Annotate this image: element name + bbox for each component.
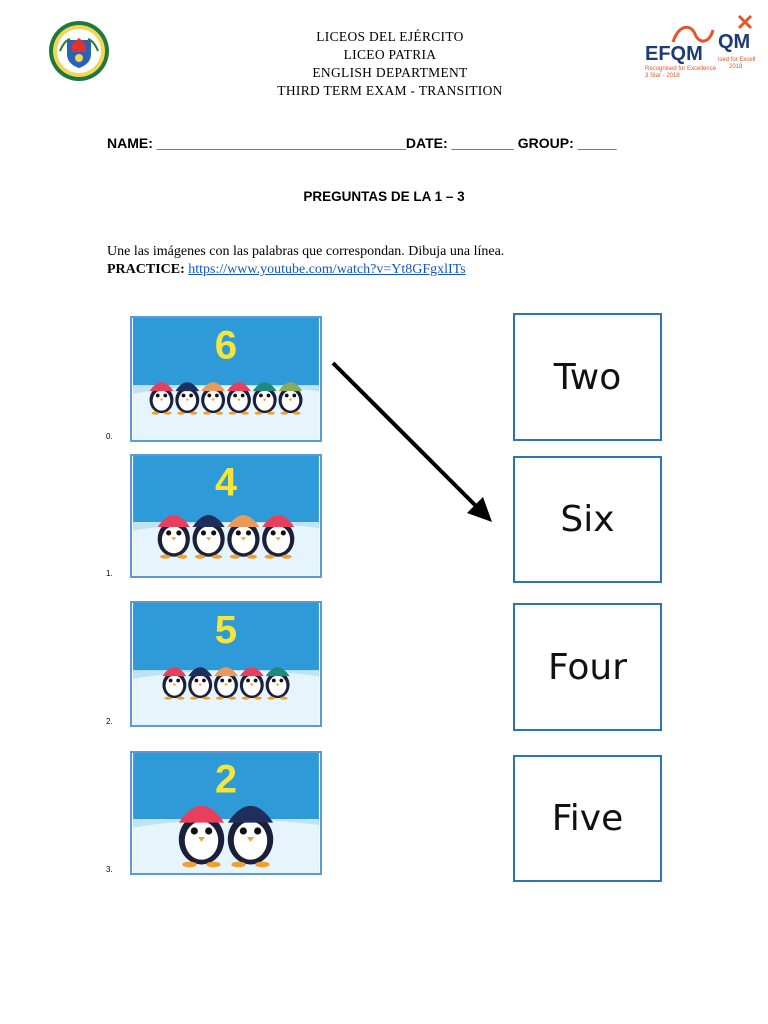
item-number: 2. xyxy=(106,717,113,726)
digit-label: 6 xyxy=(215,322,237,367)
section-title: PREGUNTAS DE LA 1 – 3 xyxy=(303,189,465,204)
word-box-six[interactable]: Six xyxy=(513,456,662,583)
digit-label: 5 xyxy=(215,607,237,652)
header-line: LICEO PATRIA xyxy=(343,47,437,62)
penguin xyxy=(265,667,290,700)
item-number: 3. xyxy=(106,865,113,874)
header-line: LICEOS DEL EJÉRCITO xyxy=(316,29,464,44)
digit-label: 2 xyxy=(215,758,237,802)
penguin xyxy=(149,382,174,415)
word-box-four[interactable]: Four xyxy=(513,603,662,731)
penguin xyxy=(214,667,238,700)
penguin xyxy=(175,382,200,415)
qm-caption-2: 2018 xyxy=(729,64,743,70)
penguin xyxy=(252,382,277,415)
item-number: 0. xyxy=(106,432,113,441)
exam-header: LICEOS DEL EJÉRCITO LICEO PATRIA ENGLISH… xyxy=(200,28,580,100)
word-box-two[interactable]: Two xyxy=(513,313,662,441)
instructions: Une las imágenes con las palabras que co… xyxy=(107,243,504,279)
penguin xyxy=(262,515,295,559)
qm-caption-1: ised for Excell xyxy=(718,57,755,63)
penguin xyxy=(178,805,225,868)
penguin xyxy=(239,667,264,700)
school-seal-logo xyxy=(48,20,110,82)
penguin xyxy=(192,515,225,559)
efqm-caption-2: 3 Star - 2018 xyxy=(645,73,680,79)
practice-link[interactable]: https://www.youtube.com/watch?v=Yt8GFgxl… xyxy=(188,262,466,277)
penguins-four-image: 4 xyxy=(133,456,319,576)
practice-line: PRACTICE: https://www.youtube.com/watch?… xyxy=(107,261,504,279)
penguin xyxy=(226,382,251,415)
penguin xyxy=(227,515,260,559)
header-line: ENGLISH DEPARTMENT xyxy=(312,65,468,80)
penguin xyxy=(201,382,226,415)
picture-item-2: 5 xyxy=(130,601,322,727)
item-number: 1. xyxy=(106,569,113,578)
qm-brand-text: QM xyxy=(718,31,750,53)
efqm-caption-1: Recognised for Excellence xyxy=(645,66,717,72)
penguin xyxy=(188,667,213,700)
penguins-two-image: 2 xyxy=(133,753,319,873)
header-line: THIRD TERM EXAM - TRANSITION xyxy=(277,83,503,98)
penguin xyxy=(227,805,274,868)
picture-item-0: 6 xyxy=(130,316,322,442)
penguin xyxy=(162,667,187,700)
practice-label: PRACTICE: xyxy=(107,262,185,277)
penguin xyxy=(278,382,303,415)
student-info-line[interactable]: NAME: ________________________________DA… xyxy=(107,135,617,151)
penguin xyxy=(157,515,190,559)
instructions-text: Une las imágenes con las palabras que co… xyxy=(107,244,505,259)
penguins-five-image: 5 xyxy=(133,603,319,725)
digit-label: 4 xyxy=(215,461,237,505)
word-box-five[interactable]: Five xyxy=(513,755,662,882)
efqm-brand-text: EFQM xyxy=(645,43,703,65)
example-arrow xyxy=(331,361,492,522)
picture-item-3: 2 xyxy=(130,751,322,875)
picture-item-1: 4 xyxy=(130,454,322,578)
penguins-six-image: 6 xyxy=(133,318,319,440)
efqm-logo: EFQM QM Recognised for Excellence 3 Star… xyxy=(643,10,761,82)
